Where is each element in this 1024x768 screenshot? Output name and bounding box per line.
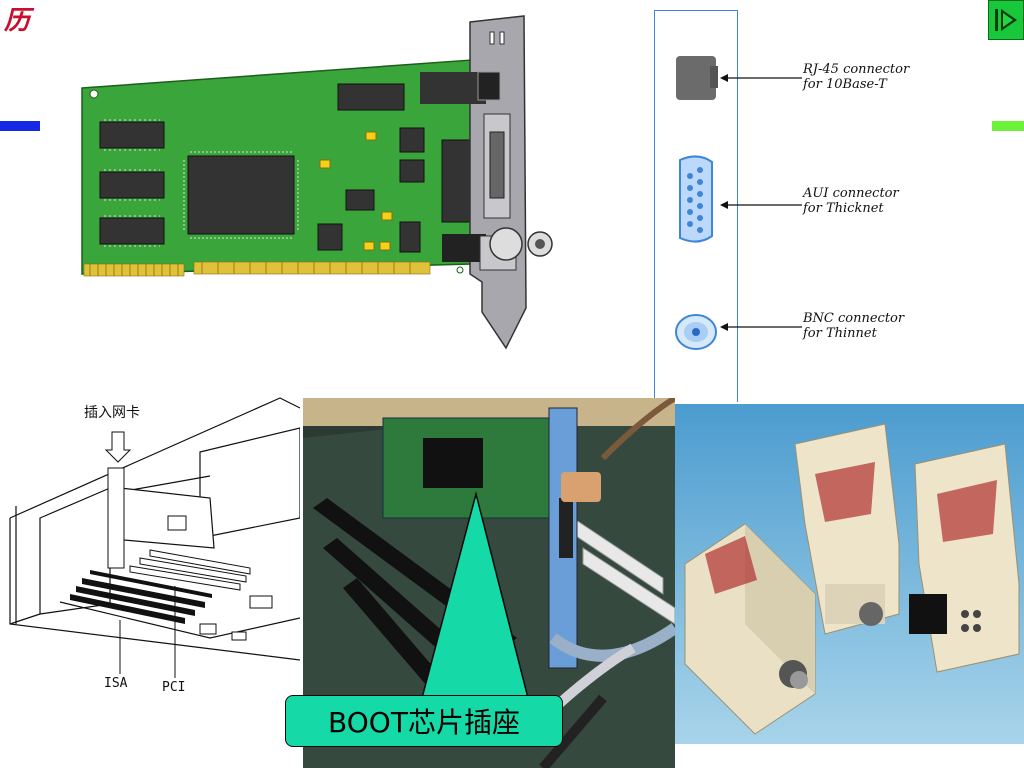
logo: 历 (4, 6, 31, 36)
transceiver-photo (675, 404, 1024, 744)
accent-bar-right (992, 121, 1024, 131)
aui-connector-icon (679, 155, 713, 243)
next-slide-icon (995, 9, 1017, 31)
callout-pointer (421, 491, 529, 699)
insert-card-label: 插入网卡 (84, 405, 140, 421)
next-slide-button[interactable] (988, 0, 1024, 40)
bnc-connector-icon (675, 314, 717, 350)
connector-leader-lines (720, 74, 802, 331)
network-card-illustration (81, 15, 553, 350)
edge-connector (83, 261, 431, 277)
accent-bar-left (0, 121, 40, 131)
boot-chip-socket-callout: BOOT芯片插座 (285, 695, 563, 747)
installation-diagram (9, 397, 300, 678)
isa-label: ISA (104, 676, 128, 691)
rj45-connector-icon (676, 56, 718, 100)
pci-label: PCI (162, 680, 186, 695)
connector-icons (675, 56, 718, 350)
